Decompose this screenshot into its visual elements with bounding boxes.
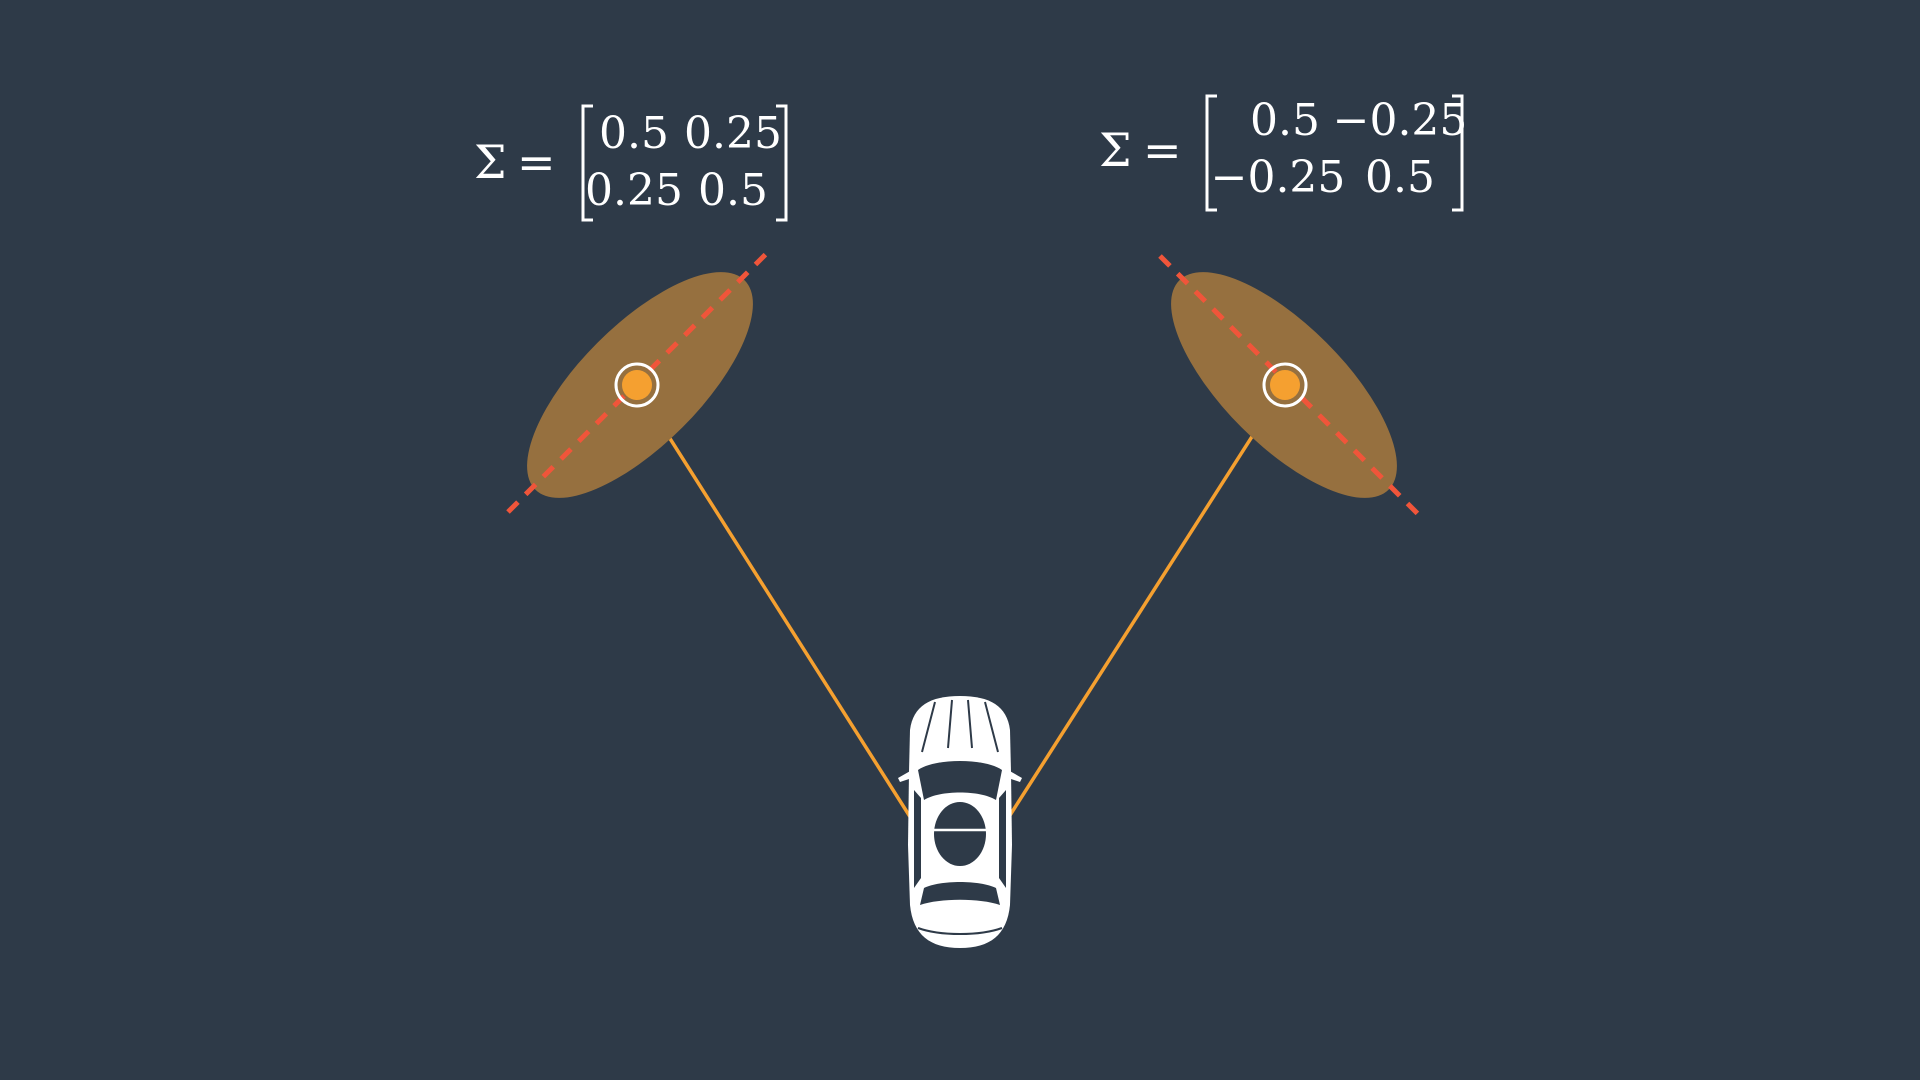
matrix-right-r2c2: 0.5 — [1365, 152, 1435, 203]
equals-sign-right: = — [1143, 123, 1182, 177]
uncertainty-ellipse-left — [506, 250, 770, 514]
equation-left: Σ = 0.5 0.25 0.25 0.5 — [474, 104, 788, 222]
ray-right — [1003, 384, 1287, 824]
matrix-left-r1c1: 0.5 — [599, 108, 669, 159]
bracket-right-close — [1452, 94, 1464, 212]
landmark-point-right — [1270, 370, 1300, 400]
car-windshield — [918, 761, 1002, 800]
bracket-right-open — [1205, 94, 1217, 212]
bracket-left-open — [581, 104, 593, 222]
matrix-right-r1c1: 0.5 — [1250, 95, 1320, 146]
ray-left — [634, 384, 916, 824]
landmark-ring-left — [614, 362, 660, 408]
car-trunk-line — [917, 927, 1003, 935]
matrix-left-r1c2: 0.25 — [684, 108, 782, 159]
sigma-symbol-left: Σ — [474, 135, 507, 189]
sigma-symbol-right: Σ — [1099, 123, 1132, 177]
uncertainty-ellipse-right — [1158, 254, 1420, 516]
car-mirror-left — [898, 770, 912, 782]
car-side-window-left — [914, 790, 921, 888]
car-rear-window — [920, 882, 1000, 905]
matrix-right-r1c2: −0.25 — [1333, 95, 1468, 146]
landmark-point-left — [622, 370, 652, 400]
car-top-view-icon — [898, 696, 1022, 948]
matrix-left-r2c2: 0.5 — [698, 165, 768, 216]
bracket-left-close — [776, 104, 788, 222]
car-side-window-right — [999, 790, 1006, 888]
car-mirror-right — [1008, 770, 1022, 782]
equals-sign-left: = — [517, 135, 556, 189]
matrix-right-r2c1: −0.25 — [1211, 152, 1346, 203]
equation-right: Σ = 0.5 −0.25 −0.25 0.5 — [1099, 94, 1468, 212]
car-hood-lines — [921, 699, 999, 753]
matrix-left-r2c1: 0.25 — [585, 165, 683, 216]
landmark-ring-right — [1262, 362, 1308, 408]
car-roof-opening — [934, 802, 986, 866]
